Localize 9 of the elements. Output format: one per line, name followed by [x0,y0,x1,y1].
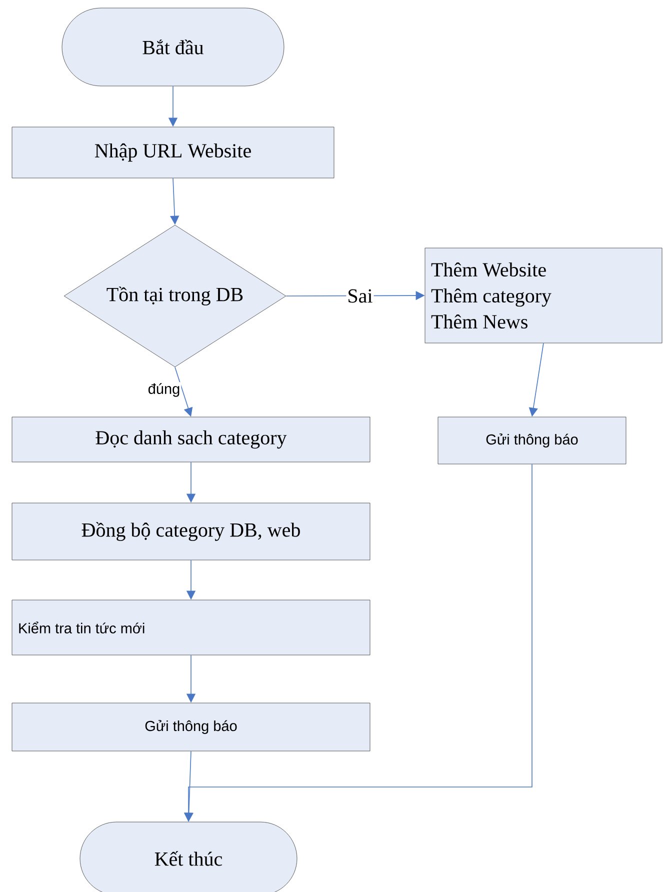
process-box: Gửi thông báo [438,416,626,464]
edge-label: đúng [146,382,182,398]
process-box: Thêm Website Thêm category Thêm News [424,248,662,344]
process-box: Kiểm tra tin tức mới [12,600,370,656]
process-box: Nhập URL Website [12,126,334,178]
process-box: Gửi thông báo [12,702,370,752]
process-box: Đọc danh sach category [12,416,370,462]
process-box: Đồng bộ category DB, web [12,502,370,560]
edge-label: Sai [346,288,374,304]
